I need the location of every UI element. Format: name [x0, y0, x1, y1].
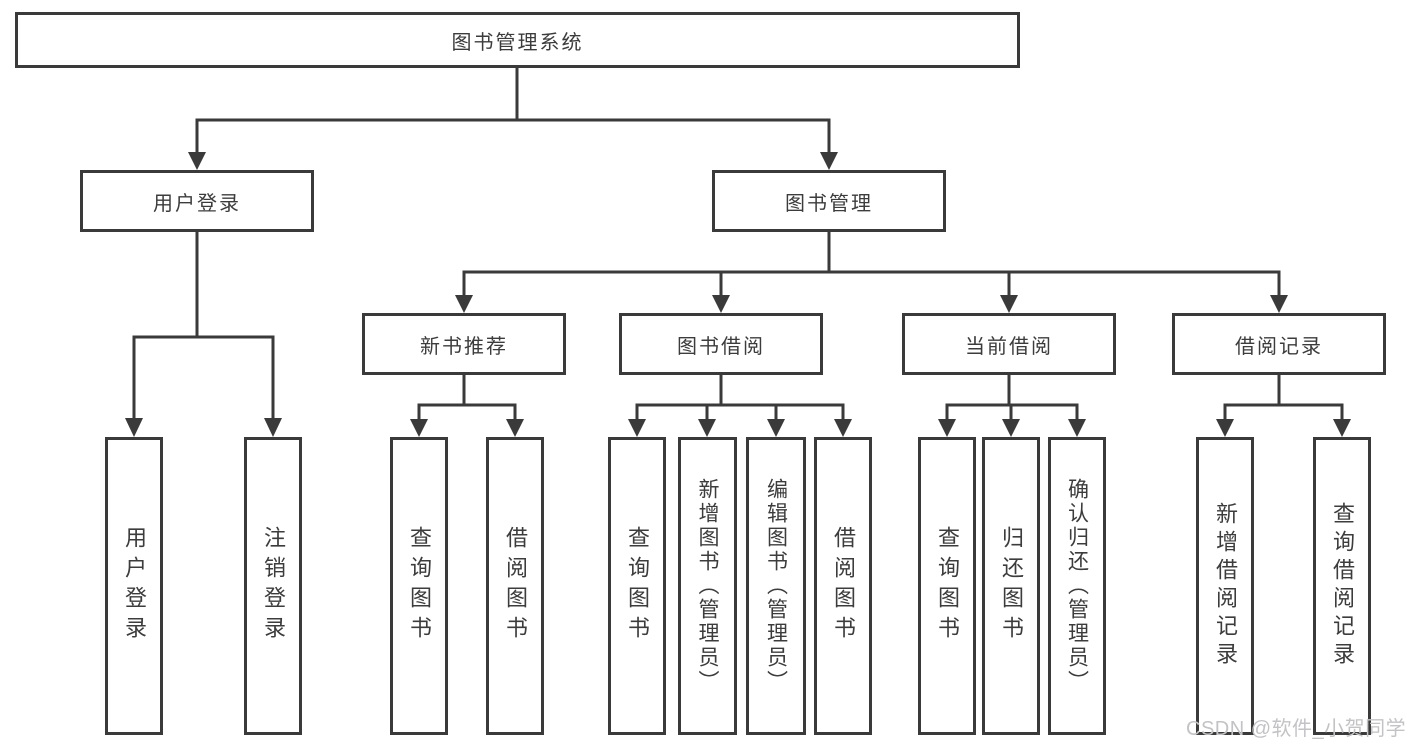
leaf-add-borrow-record-label: 新增借阅记录	[1213, 502, 1238, 670]
leaf-confirm-return-admin: 确认归还（管理员）	[1048, 437, 1106, 735]
node-root-label: 图书管理系统	[451, 31, 584, 54]
leaf-recommend-borrow-books-label: 借阅图书	[503, 526, 528, 646]
leaf-edit-books-admin-label: 编辑图书（管理员）	[764, 478, 788, 694]
leaf-current-query-books: 查询图书	[918, 437, 976, 735]
leaf-borrow-query-books: 查询图书	[608, 437, 666, 735]
leaf-add-borrow-record: 新增借阅记录	[1196, 437, 1254, 735]
node-borrow-records: 借阅记录	[1172, 313, 1386, 375]
leaf-logout-label: 注销登录	[261, 526, 286, 646]
node-user-login: 用户登录	[80, 170, 314, 232]
leaf-query-borrow-record-label: 查询借阅记录	[1330, 502, 1355, 670]
leaf-recommend-borrow-books: 借阅图书	[486, 437, 544, 735]
leaf-logout: 注销登录	[244, 437, 302, 735]
node-book-management-label: 图书管理	[785, 192, 873, 215]
leaf-recommend-query-books-label: 查询图书	[407, 526, 432, 646]
leaf-recommend-query-books: 查询图书	[390, 437, 448, 735]
leaf-borrow-books-label: 借阅图书	[831, 526, 856, 646]
leaf-add-books-admin: 新增图书（管理员）	[678, 437, 737, 735]
leaf-user-login-label: 用户登录	[122, 526, 147, 646]
leaf-return-books: 归还图书	[982, 437, 1040, 735]
leaf-borrow-query-books-label: 查询图书	[625, 526, 650, 646]
leaf-edit-books-admin: 编辑图书（管理员）	[746, 437, 806, 735]
node-book-borrow: 图书借阅	[619, 313, 823, 375]
node-root-library-system: 图书管理系统	[15, 12, 1020, 68]
node-borrow-records-label: 借阅记录	[1235, 335, 1323, 358]
csdn-watermark: CSDN @软件_小贺同学	[1186, 718, 1405, 740]
leaf-add-books-admin-label: 新增图书（管理员）	[696, 478, 719, 694]
leaf-confirm-return-admin-label: 确认归还（管理员）	[1065, 478, 1089, 694]
node-new-book-recommend-label: 新书推荐	[420, 335, 508, 358]
node-current-borrow: 当前借阅	[902, 313, 1116, 375]
node-new-book-recommend: 新书推荐	[362, 313, 566, 375]
leaf-borrow-books: 借阅图书	[814, 437, 872, 735]
node-current-borrow-label: 当前借阅	[965, 335, 1053, 358]
leaf-current-query-books-label: 查询图书	[935, 526, 960, 646]
leaf-user-login: 用户登录	[105, 437, 163, 735]
node-book-borrow-label: 图书借阅	[677, 335, 765, 358]
leaf-query-borrow-record: 查询借阅记录	[1313, 437, 1371, 735]
leaf-return-books-label: 归还图书	[999, 526, 1024, 646]
node-user-login-label: 用户登录	[153, 192, 241, 215]
node-book-management: 图书管理	[712, 170, 946, 232]
